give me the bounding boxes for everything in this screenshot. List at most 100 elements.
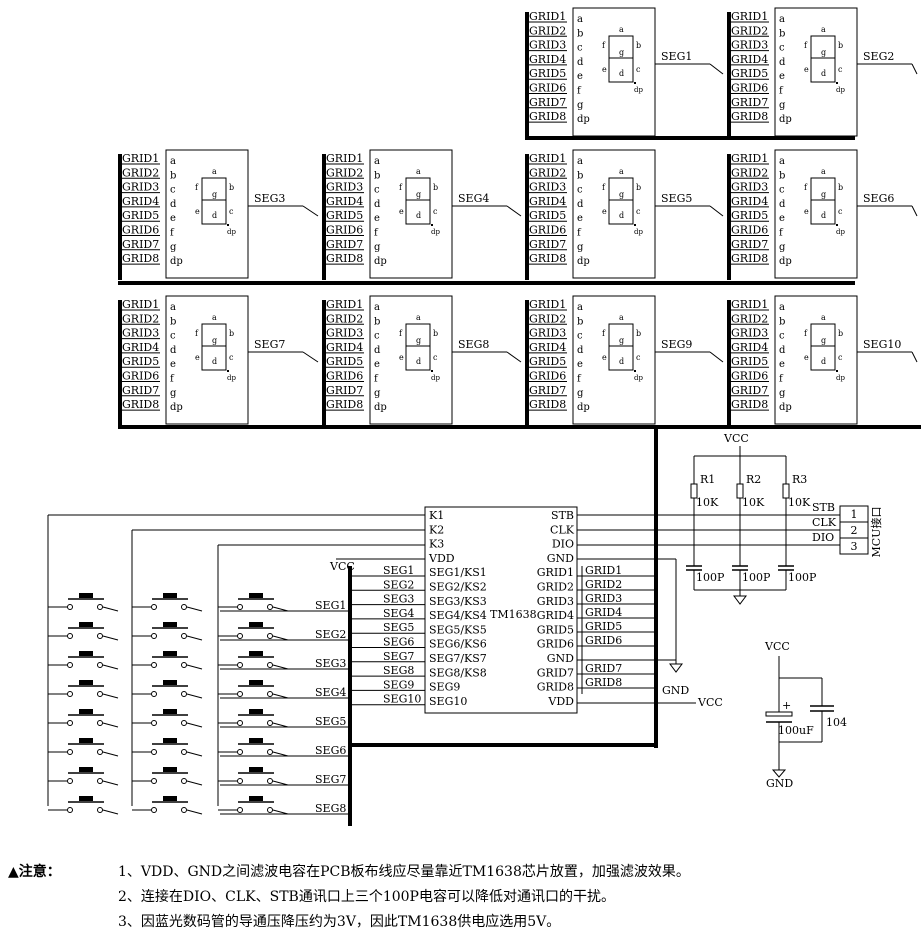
key-row-label: SEG5 bbox=[315, 715, 346, 728]
chip-left-pin: K1 bbox=[429, 509, 444, 522]
segment-lower bbox=[405, 345, 431, 371]
chip-right-pin: STB bbox=[551, 509, 574, 522]
pin-label: d bbox=[779, 199, 786, 210]
button-cap bbox=[79, 709, 93, 714]
gnd-label: GND bbox=[766, 777, 793, 790]
seg-wire-diag bbox=[302, 205, 319, 217]
button-cap bbox=[163, 593, 177, 598]
push-button bbox=[218, 796, 289, 815]
bus-grid-label: GRID7 bbox=[585, 662, 622, 675]
button-cap bbox=[249, 767, 263, 772]
grid-label: GRID3 bbox=[529, 39, 566, 52]
note-item-3: 3、因蓝光数码管的导通压降压约为3V，因此TM1638供电应选用5V。 bbox=[118, 914, 561, 930]
button-wire bbox=[102, 635, 119, 641]
grid-label: GRID7 bbox=[731, 96, 768, 109]
push-button bbox=[48, 593, 119, 612]
grid-label: GRID1 bbox=[326, 298, 363, 311]
display-box bbox=[165, 149, 249, 279]
grid-label: GRID3 bbox=[731, 181, 768, 194]
button-cap bbox=[163, 680, 177, 685]
segment-label: b bbox=[229, 329, 234, 338]
button-contact bbox=[97, 778, 103, 784]
chip-right-pin: DIO bbox=[552, 538, 574, 551]
pin-label: g bbox=[170, 242, 177, 253]
segment-label: f bbox=[804, 183, 808, 192]
button-wire bbox=[102, 809, 119, 815]
chip-left-pin: SEG3/KS3 bbox=[429, 595, 487, 608]
display-box bbox=[369, 295, 453, 425]
pin-label: a bbox=[779, 156, 785, 167]
pin-label: b bbox=[374, 316, 380, 327]
seg-wire-diag bbox=[911, 63, 918, 75]
dp-dot bbox=[634, 82, 636, 84]
pin-label: d bbox=[170, 199, 177, 210]
pin-label: f bbox=[577, 374, 582, 385]
pin-label: a bbox=[779, 14, 785, 25]
pin-label: g bbox=[374, 242, 381, 253]
pin-label: c bbox=[170, 185, 176, 196]
segment-label: c bbox=[838, 65, 843, 74]
segment-label: dp bbox=[634, 374, 643, 382]
pin-label: a bbox=[779, 302, 785, 313]
grid-label: GRID2 bbox=[731, 24, 768, 37]
button-contact bbox=[181, 749, 187, 755]
bus-seg-label: SEG2 bbox=[383, 578, 414, 591]
segment-label: c bbox=[433, 353, 438, 362]
note-row-2: 2、连接在DIO、CLK、STB通讯口上三个100P电容可以降低对通讯口的干扰。 bbox=[8, 885, 913, 910]
dp-dot bbox=[634, 370, 636, 372]
grid-label: GRID6 bbox=[529, 224, 566, 237]
grid-label: GRID1 bbox=[326, 152, 363, 165]
vcc-label: VCC bbox=[764, 640, 790, 653]
grid-label: GRID3 bbox=[529, 181, 566, 194]
segment-label: e bbox=[399, 353, 404, 362]
segment-label: d bbox=[821, 69, 826, 78]
pin-label: f bbox=[577, 86, 582, 97]
segment-label: e bbox=[602, 65, 607, 74]
grid-label: GRID1 bbox=[122, 152, 159, 165]
pin-label: f bbox=[170, 228, 175, 239]
gnd-symbol bbox=[733, 595, 747, 605]
segment-label: dp bbox=[634, 86, 643, 94]
pin-label: e bbox=[170, 213, 176, 224]
segment-label: a bbox=[821, 313, 826, 322]
gnd-label: GND bbox=[662, 684, 689, 697]
segment-label: f bbox=[804, 41, 808, 50]
chip-right-pin: GRID6 bbox=[537, 638, 574, 651]
grid-label: GRID1 bbox=[529, 298, 566, 311]
button-wire bbox=[272, 722, 289, 728]
segment-label: c bbox=[433, 207, 438, 216]
bus-seg-label: SEG6 bbox=[383, 636, 414, 649]
grid-label: GRID1 bbox=[529, 152, 566, 165]
bus-seg-label: SEG7 bbox=[383, 650, 414, 663]
tm1638-chip: TM1638K1K2K3VDDSEG1/KS1SEG2/KS2SEG3/KS3S… bbox=[47, 506, 840, 826]
button-contact bbox=[181, 778, 187, 784]
grid-label: GRID2 bbox=[326, 312, 363, 325]
segment-label: f bbox=[195, 183, 199, 192]
seg-label: SEG10 bbox=[863, 338, 901, 351]
segment-label: g bbox=[821, 336, 826, 345]
pin-label: g bbox=[577, 100, 584, 111]
pin-label: e bbox=[577, 213, 583, 224]
chip-left-pin: SEG8/KS8 bbox=[429, 666, 487, 679]
button-contact bbox=[237, 604, 243, 610]
key-row-label: SEG7 bbox=[315, 773, 346, 786]
resistor-value: 10K bbox=[696, 496, 719, 509]
segment-label: e bbox=[804, 207, 809, 216]
button-contact bbox=[267, 633, 273, 639]
grid-label: GRID5 bbox=[731, 209, 768, 222]
seven-seg-display: GRID1GRID2GRID3GRID4GRID5GRID6GRID7GRID8… bbox=[322, 149, 522, 280]
pin-label: f bbox=[577, 228, 582, 239]
ceramic-value: 104 bbox=[826, 716, 847, 729]
grid-label: GRID6 bbox=[326, 370, 363, 383]
chip-right-pin: GRID3 bbox=[537, 595, 574, 608]
segment-label: b bbox=[433, 183, 438, 192]
segment-label: c bbox=[838, 207, 843, 216]
pin-label: c bbox=[779, 43, 785, 54]
push-button bbox=[132, 796, 203, 815]
segment-label: dp bbox=[836, 86, 845, 94]
pin-label: c bbox=[577, 185, 583, 196]
bus-seg-label: SEG1 bbox=[383, 564, 414, 577]
segment-label: a bbox=[212, 167, 217, 176]
button-cap bbox=[249, 593, 263, 598]
dp-dot bbox=[431, 224, 433, 226]
